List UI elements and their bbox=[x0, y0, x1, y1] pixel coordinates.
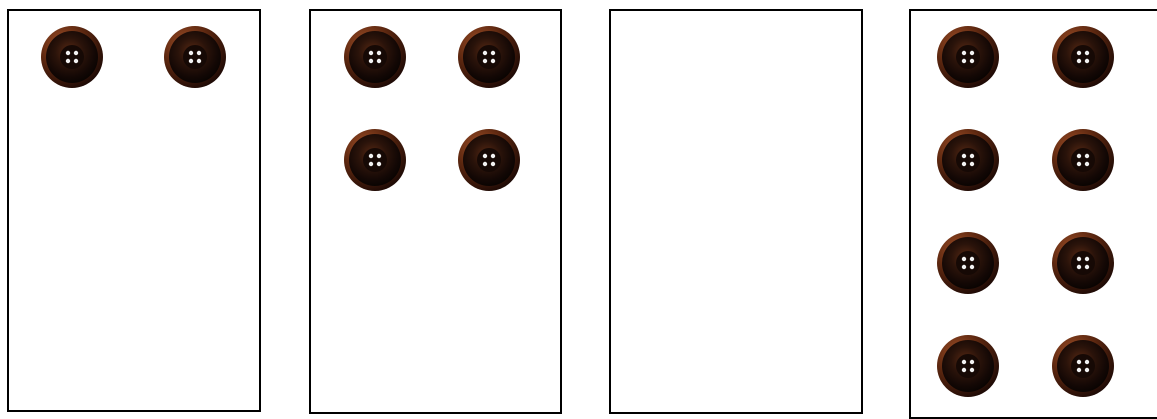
coat-button-icon bbox=[1051, 334, 1115, 398]
card-3 bbox=[609, 9, 863, 414]
card-2 bbox=[309, 9, 562, 414]
coat-button-icon bbox=[1051, 128, 1115, 192]
coat-button-icon bbox=[936, 231, 1000, 295]
coat-button-icon bbox=[40, 25, 104, 89]
coat-button-icon bbox=[163, 25, 227, 89]
coat-button-icon bbox=[457, 128, 521, 192]
card-4 bbox=[909, 9, 1157, 419]
card-1 bbox=[7, 9, 261, 412]
coat-button-icon bbox=[1051, 25, 1115, 89]
coat-button-icon bbox=[343, 128, 407, 192]
coat-button-icon bbox=[936, 334, 1000, 398]
coat-button-icon bbox=[343, 25, 407, 89]
coat-button-icon bbox=[1051, 231, 1115, 295]
coat-button-icon bbox=[936, 128, 1000, 192]
coat-button-icon bbox=[457, 25, 521, 89]
coat-button-icon bbox=[936, 25, 1000, 89]
